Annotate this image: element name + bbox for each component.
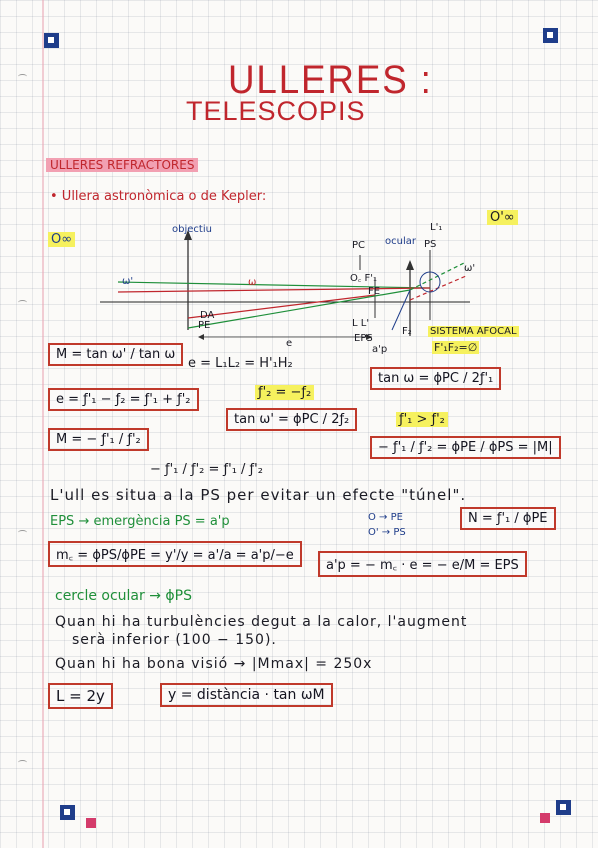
text-good-vision: Quan hi ha bona visió → |Mmax| = 250x [55,656,373,672]
formula-ratio-pupils: − ƒ'₁ / ƒ'₂ = ϕPE / ϕPS = |M| [370,436,561,459]
text-eye-position: L'ull es situa a la PS per evitar un efe… [50,486,467,504]
formula-f2-prime: ƒ'₂ = −ƒ₂ [255,385,315,400]
formula-tan-w-prime: tan ω' = ϕPC / 2ƒ₂ [226,408,358,431]
corner-mark-bottom-right [556,800,571,815]
corner-mark-top-right [543,28,558,43]
label-w-prime: ω' [122,276,134,287]
ray-green-lower [187,289,411,329]
eye-pupil [419,271,441,293]
text-o-pe: O → PE [368,512,403,523]
ray-green-top [117,281,431,289]
e-arrow-right [366,334,372,340]
objective-arrow-top [184,230,192,240]
page-subtitle: TELESCOPIS [186,96,366,126]
page-title: ULLERES : [228,58,433,102]
formula-n: N = ƒ'₁ / ϕPE [460,507,556,530]
label-ll: L L' [352,318,370,329]
text-turbulence-1: Quan hi ha turbulències degut a la calor… [55,614,468,630]
text-eps-emergence: EPS → emergència PS = a'p [50,514,230,529]
formula-ap: a'p = − m꜀ · e = − e/M = EPS [318,551,527,577]
label-ap: a'p [372,344,388,355]
ray-red-lower [187,294,376,319]
formula-mc: m꜀ = ϕPS/ϕPE = y'/y = a'/a = a'p/−e [48,541,302,567]
formula-magnification-focal: M = − ƒ'₁ / ƒ'₂ [48,428,149,451]
label-ocular: ocular [385,236,416,247]
section-subheading: • Ullera astronòmica o de Kepler: [50,189,267,204]
formula-focal-ratio: − ƒ'₁ / ƒ'₂ = ƒ'₁ / ƒ'₂ [150,462,263,477]
formula-e-focal: e = ƒ'₁ − ƒ₂ = ƒ'₁ + ƒ'₂ [48,388,199,411]
formula-f1-greater-f2: ƒ'₁ > ƒ'₂ [396,412,448,427]
label-w: ω [248,277,257,288]
label-e: e [286,338,293,349]
formula-l: L = 2y [48,683,113,709]
label-fe: FE [368,286,381,297]
label-l1-prime: L'₁ [430,222,443,233]
corner-mark-top-left [44,33,59,48]
corner-mark-bottom-left [60,805,75,820]
label-f2: F₂ [402,326,412,337]
text-o-ps: O' → PS [368,527,406,538]
label-w-prime-right: ω' [464,263,476,274]
ray-red-middle [117,287,431,293]
label-pc: PC [352,240,366,251]
ocular-arrow-top [406,260,414,270]
margin-line [42,0,44,848]
o-infinity-left: O∞ [48,232,76,247]
formula-e-definition: e = L₁L₂ = H'₁H₂ [188,356,293,371]
formula-tan-w: tan ω = ϕPC / 2ƒ'₁ [370,367,502,390]
label-objective: objectiu [172,224,212,235]
label-ps: PS [424,239,437,250]
text-ocular-circle: cercle ocular → ϕPS [55,588,192,604]
label-afocal-condition: F'₁F₂=∅ [432,341,480,354]
text-turbulence-2: serà inferior (100 − 150). [72,632,277,648]
telescope-ray-diagram [100,230,470,340]
formula-magnification-tan: M = tan ω' / tan ω [48,343,184,366]
label-da: DA [200,310,215,321]
pink-square-right [540,813,550,823]
label-oc-f1: O꜀ F'₁ [350,273,378,284]
formula-y: y = distància · tan ωM [160,683,333,707]
label-pe: PE [198,320,211,331]
section-heading: ULLERES REFRACTORES [46,158,199,172]
ray-blue [391,289,411,331]
pink-square-left [86,818,96,828]
e-arrow-left [198,334,204,340]
label-eps: EPS [354,333,373,344]
o-infinity-right: O'∞ [487,210,518,225]
label-afocal-system: SISTEMA AFOCAL [428,326,519,337]
